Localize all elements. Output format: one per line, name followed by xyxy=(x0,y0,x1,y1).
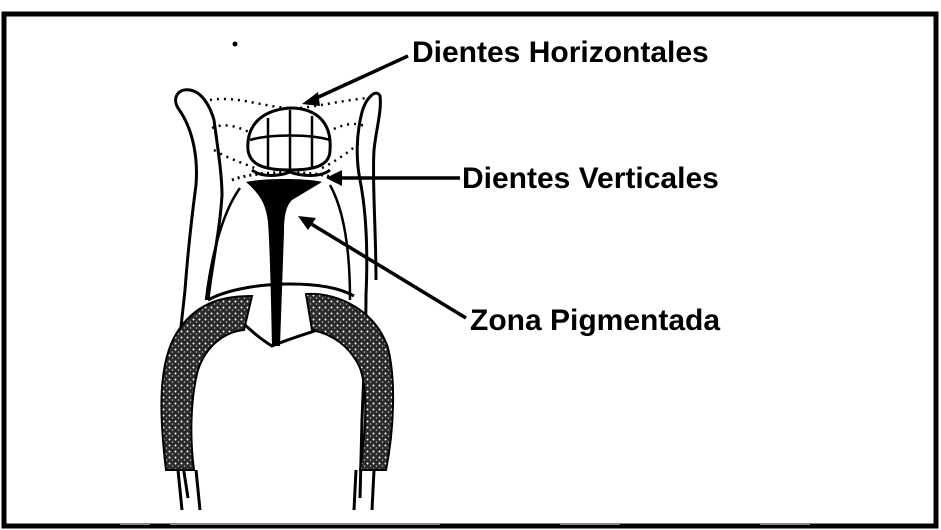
label-pigmented-zone: Zona Pigmentada xyxy=(470,304,720,337)
arrow-horizontal-teeth xyxy=(312,56,408,100)
right-leg-inner xyxy=(354,470,356,510)
left-stippled-band xyxy=(161,296,252,470)
speck xyxy=(233,42,238,47)
tooth-scallop xyxy=(252,170,330,176)
border-frame xyxy=(4,14,936,526)
arrowhead-horizontal-teeth xyxy=(302,92,320,106)
label-vertical-teeth: Dientes Verticales xyxy=(462,162,719,195)
left-leg-outer xyxy=(178,470,182,510)
right-leg-outer xyxy=(372,470,374,510)
arrowhead-pigmented-zone xyxy=(298,216,316,230)
left-leg-inner xyxy=(196,470,200,510)
right-stippled-band xyxy=(306,294,393,470)
label-horizontal-teeth: Dientes Horizontales xyxy=(412,36,709,69)
